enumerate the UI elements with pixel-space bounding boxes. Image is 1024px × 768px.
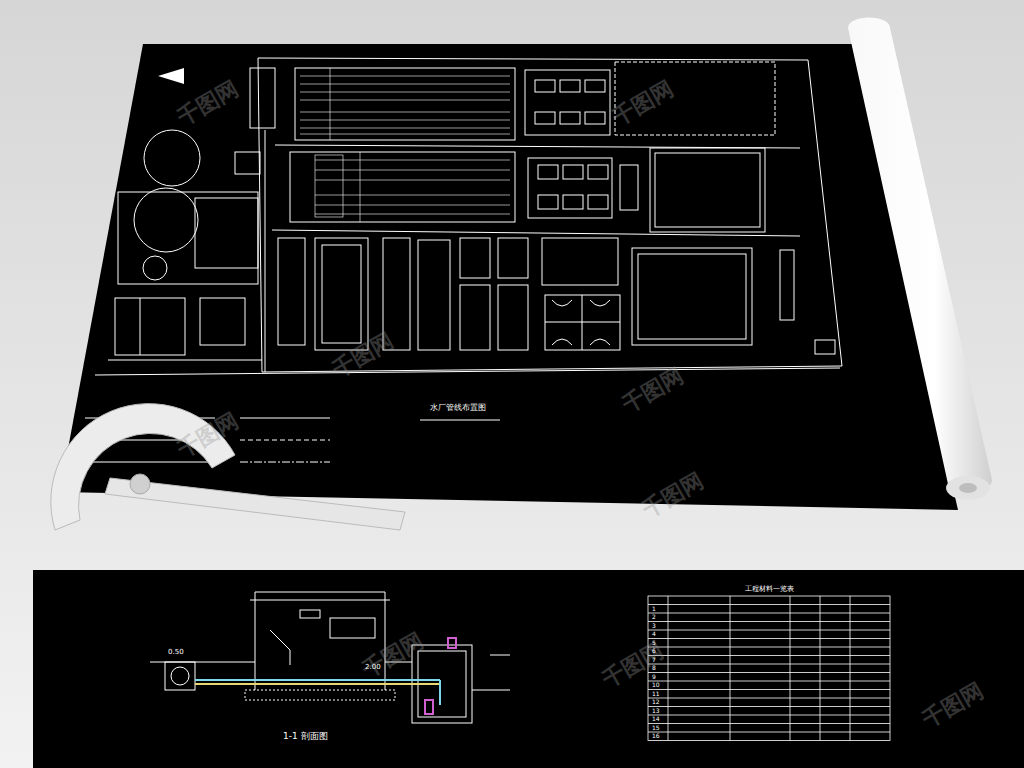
table-cell: 11 xyxy=(652,690,660,699)
table-cell: 10 xyxy=(652,681,660,690)
watermark: 千图网 xyxy=(637,466,709,525)
watermark: 千图网 xyxy=(327,326,399,385)
watermark: 千图网 xyxy=(617,361,689,420)
table-cell: 15 xyxy=(652,724,660,733)
table-cell: 4 xyxy=(652,630,656,639)
watermark: 千图网 xyxy=(917,676,989,735)
north-arrow xyxy=(158,68,184,84)
drawing-title: 水厂管线布置图 xyxy=(430,402,486,413)
drawing-panel: 工程材料一览表 xyxy=(648,582,890,742)
watermark: 千图网 xyxy=(357,626,429,685)
table-cell: 5 xyxy=(652,639,656,648)
table-cell: 7 xyxy=(652,656,656,665)
drawing-title: 工程材料一览表 xyxy=(745,584,794,594)
elevation-mark: 2.00 xyxy=(365,663,381,671)
paper-roll xyxy=(848,18,992,493)
roll-end xyxy=(946,476,990,500)
table-cell: 6 xyxy=(652,647,656,656)
table-cell: 3 xyxy=(652,622,656,631)
watermark: 千图网 xyxy=(172,74,244,133)
section-sheet xyxy=(33,570,1024,768)
section-drawing xyxy=(150,592,510,723)
material-table xyxy=(648,596,890,741)
table-cell: 9 xyxy=(652,673,656,682)
table-cell: 14 xyxy=(652,715,660,724)
watermark: 千图网 xyxy=(607,74,679,133)
drawing-sheet xyxy=(60,44,958,510)
table-cell: 12 xyxy=(652,698,660,707)
elevation-mark: 0.50 xyxy=(168,648,184,656)
plan-drawing xyxy=(85,58,842,462)
table-cell: 1 xyxy=(652,605,656,614)
table-cell: 16 xyxy=(652,732,660,741)
table-cell: 13 xyxy=(652,707,660,716)
drawing-panel: 1-1 剖面图 工程材料一览表 xyxy=(33,570,1024,768)
watermark: 千图网 xyxy=(172,406,244,465)
protractor xyxy=(51,404,405,530)
table-cell: 8 xyxy=(652,664,656,673)
drawing-title: 1-1 剖面图 xyxy=(283,730,328,743)
table-cell: 2 xyxy=(652,613,656,622)
